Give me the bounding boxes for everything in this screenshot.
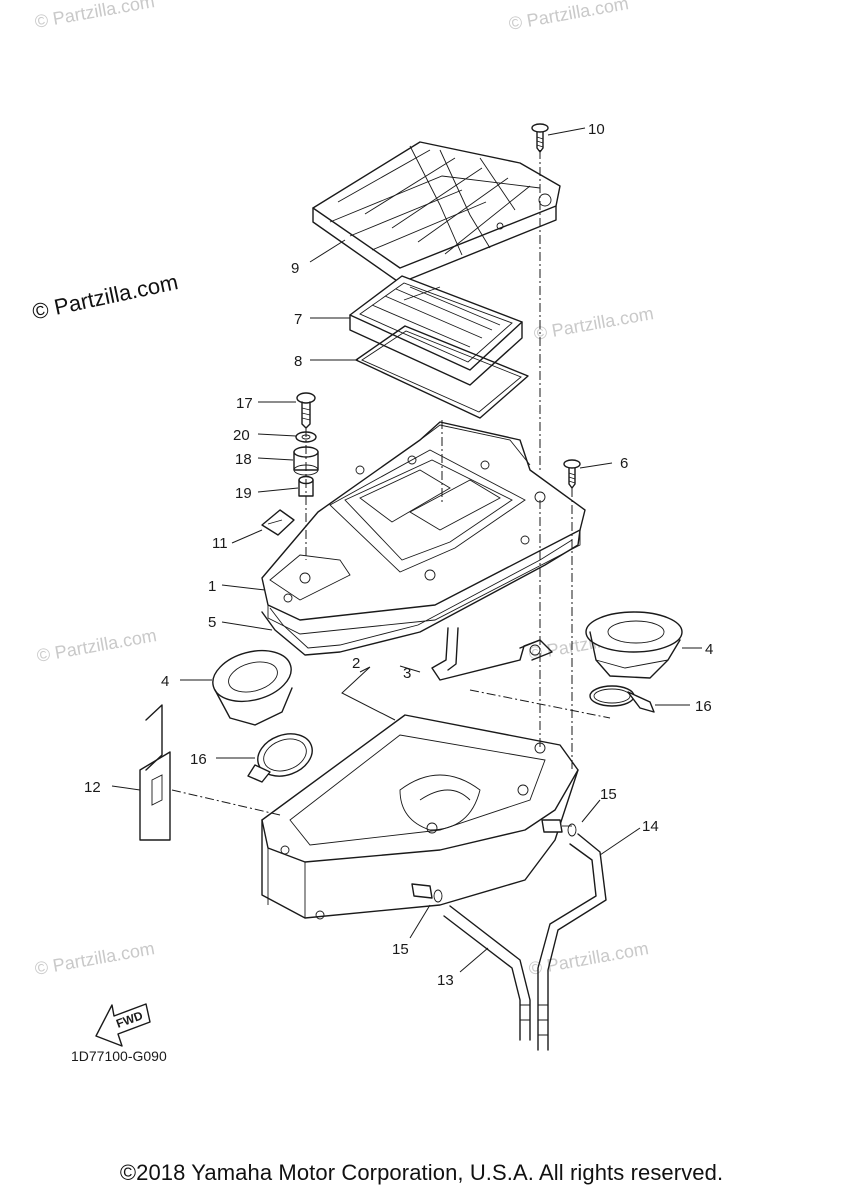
part-2-lower-airbox xyxy=(261,714,579,920)
part-7-air-filter xyxy=(349,275,523,386)
watermark-mid-right: © Partzilla.com xyxy=(532,303,655,344)
callout-4-right: 4 xyxy=(705,641,713,658)
watermark-top-right: © Partzilla.com xyxy=(507,0,630,34)
part-4-boot-left xyxy=(212,649,293,726)
part-17-bolt xyxy=(296,392,316,429)
callout-7: 7 xyxy=(294,311,302,328)
part-4-boot-right xyxy=(585,611,683,679)
callout-4-left: 4 xyxy=(161,673,169,690)
callout-13: 13 xyxy=(437,972,454,989)
callout-12: 12 xyxy=(84,779,101,796)
callout-19: 19 xyxy=(235,485,252,502)
callout-1: 1 xyxy=(208,578,216,595)
part-9-cover xyxy=(312,141,561,284)
fwd-arrow-icon: FWD xyxy=(95,1003,151,1047)
part-15-fitting-left xyxy=(411,883,443,903)
callout-3: 3 xyxy=(403,665,411,682)
callout-20: 20 xyxy=(233,427,250,444)
part-1-upper-airbox xyxy=(261,421,586,635)
callout-16-right: 16 xyxy=(695,698,712,715)
part-13-hose xyxy=(443,905,531,1041)
part-3-tube xyxy=(431,627,553,681)
callout-6: 6 xyxy=(620,455,628,472)
part-6-screw xyxy=(563,459,581,489)
part-16-clamp-right xyxy=(589,685,655,713)
callout-18: 18 xyxy=(235,451,252,468)
part-16-clamp-left xyxy=(247,733,313,783)
part-15-fitting-right xyxy=(541,819,577,837)
callout-11: 11 xyxy=(212,535,228,552)
leader-lines xyxy=(111,127,702,973)
callout-15-left: 15 xyxy=(392,941,409,958)
callout-5: 5 xyxy=(208,614,216,631)
footer-copyright: ©2018 Yamaha Motor Corporation, U.S.A. A… xyxy=(119,1160,724,1185)
watermark-bottom-left: © Partzilla.com xyxy=(33,938,156,979)
callout-16-left: 16 xyxy=(190,751,207,768)
callout-9: 9 xyxy=(291,260,299,277)
part-10-screw xyxy=(531,123,549,153)
watermark-top-left: © Partzilla.com xyxy=(33,0,156,32)
callout-17: 17 xyxy=(236,395,253,412)
part-11-bracket xyxy=(261,509,295,536)
watermark-mid-left: © Partzilla.com xyxy=(35,625,158,666)
part-14-hose xyxy=(537,833,607,1051)
callout-2: 2 xyxy=(352,655,360,672)
part-8-gasket xyxy=(355,325,529,419)
callout-8: 8 xyxy=(294,353,302,370)
part-12-label xyxy=(139,704,171,841)
callout-10: 10 xyxy=(588,121,605,138)
watermark-bottom-right: © Partzilla.com xyxy=(527,938,650,979)
figure-code: 1D77100-G090 xyxy=(71,1048,167,1064)
callouts: 10 9 7 8 17 20 18 19 6 11 1 5 4 2 3 4 16… xyxy=(84,121,713,989)
callout-15-right: 15 xyxy=(600,786,617,803)
assembly-lines xyxy=(171,150,611,816)
callout-14: 14 xyxy=(642,818,659,835)
